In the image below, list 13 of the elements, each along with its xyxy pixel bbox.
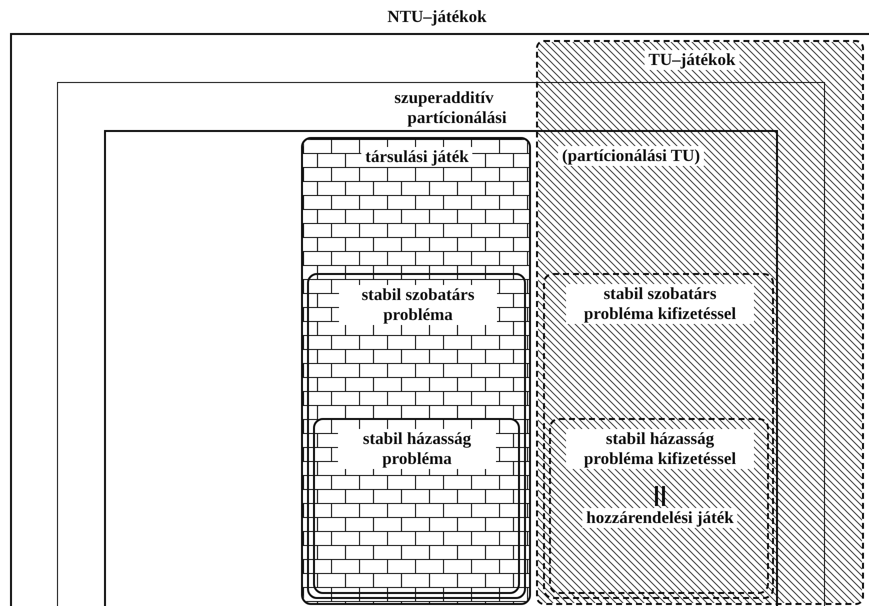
set-label: stabil házasság probléma kifizetéssel (566, 429, 754, 469)
set-region (313, 418, 520, 594)
set-label: stabil szobatárs probléma kifizetéssel (566, 284, 754, 324)
dashed-set-region (543, 273, 774, 599)
brick-set-region (301, 137, 531, 605)
set-label: stabil szobatárs probléma (339, 285, 497, 325)
set-label: hozzárendelési játék (582, 508, 738, 528)
set-label: stabil házasság probléma (338, 429, 496, 469)
dashed-set-region (549, 418, 769, 594)
set-label: társulási játék (361, 147, 473, 167)
set-region (307, 273, 526, 599)
set-label: (partícionálási TU) (558, 146, 704, 166)
set-label: TU–játékok (644, 50, 740, 70)
